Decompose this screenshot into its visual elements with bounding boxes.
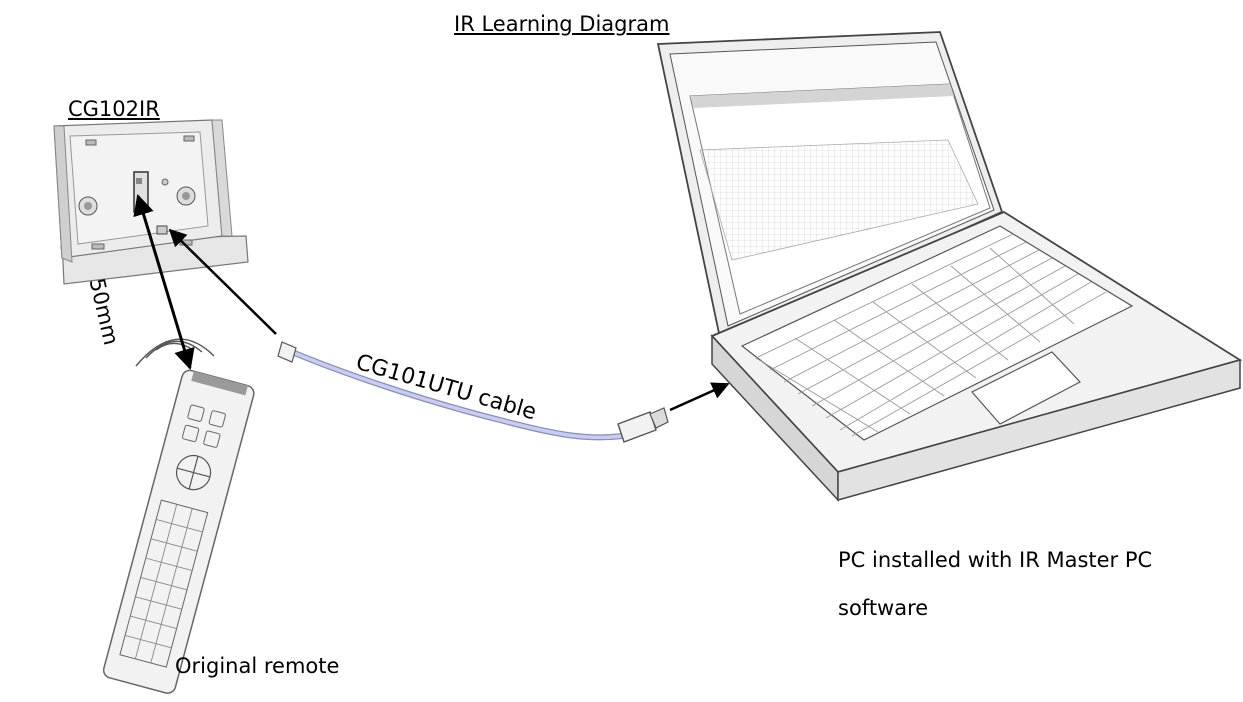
port-arrow: [168, 228, 277, 335]
remote-control-icon: [102, 369, 255, 694]
distance-arrow: [133, 193, 195, 371]
laptop-arrow: [669, 382, 730, 412]
pc-label-line1: PC installed with IR Master PC: [838, 548, 1153, 572]
ir-waves-icon: [135, 338, 215, 367]
pc-label-line2: software: [838, 596, 929, 620]
laptop-icon: [656, 31, 1243, 502]
usb-cable-icon: [277, 341, 669, 443]
ir-receiver-device-icon: [53, 119, 249, 285]
remote-label: Original remote: [175, 654, 340, 678]
receiver-label: CG102IR: [68, 97, 160, 121]
diagram-title: IR Learning Diagram: [454, 12, 670, 36]
